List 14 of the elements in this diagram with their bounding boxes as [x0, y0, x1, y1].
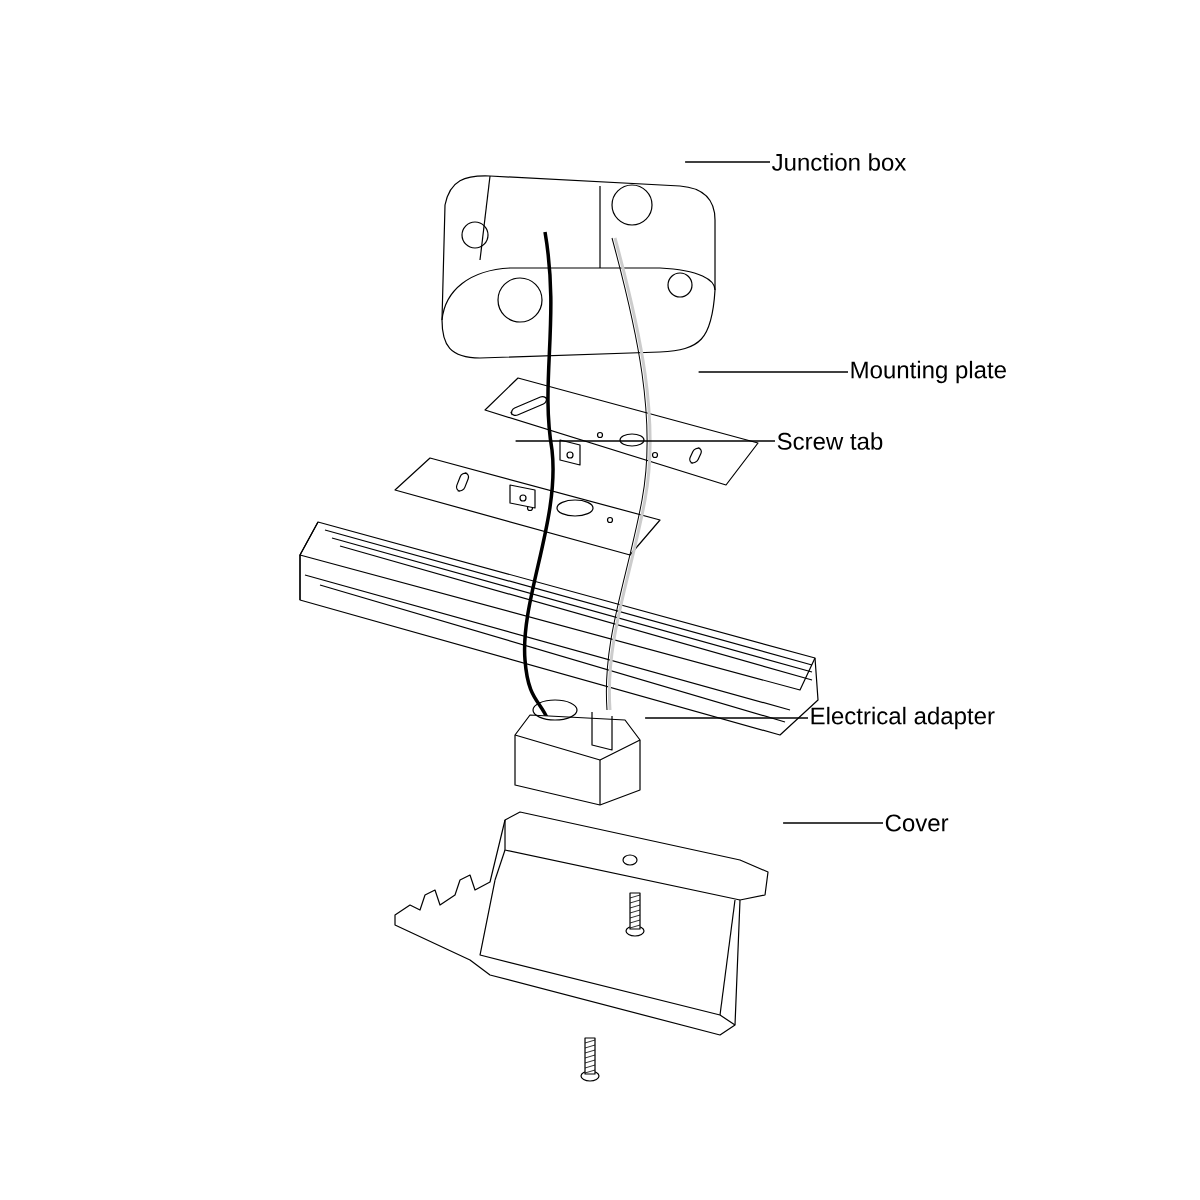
cover-drawing	[394, 811, 769, 1036]
leader-line	[644, 717, 809, 719]
leader-line	[697, 371, 849, 373]
mounting-plate-drawing	[394, 377, 759, 556]
leader-line	[782, 822, 884, 824]
leader-line	[684, 161, 771, 163]
screw-tab-drawing	[509, 439, 581, 509]
part-label: Electrical adapter	[811, 706, 995, 730]
part-label: Mounting plate	[851, 360, 1006, 384]
electrical-adapter-drawing	[514, 231, 652, 806]
junction-box-drawing	[441, 175, 716, 359]
part-label: Junction box	[772, 153, 907, 171]
part-label: Cover	[885, 814, 949, 832]
part-label: Screw tab	[777, 432, 883, 450]
